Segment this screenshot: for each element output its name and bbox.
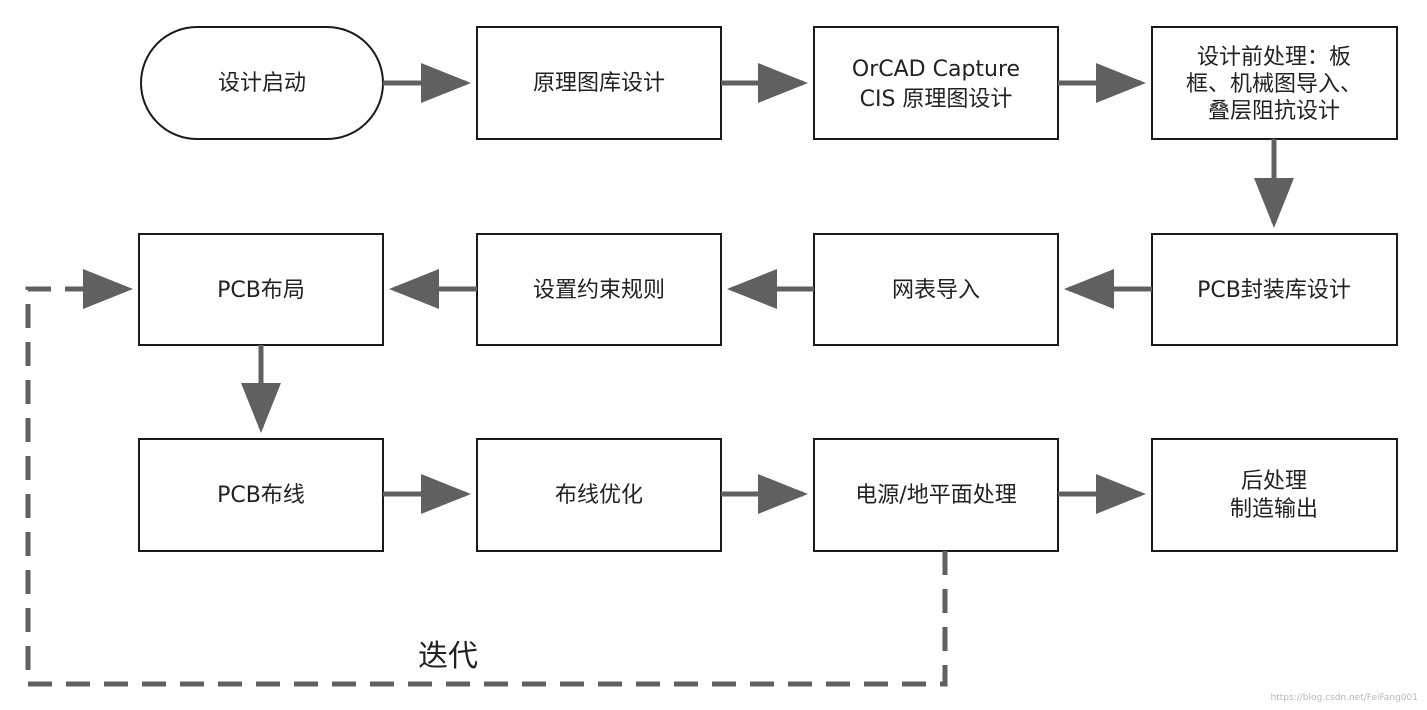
node-pcb-routing-label: PCB布线	[217, 483, 305, 508]
node-power-plane-label: 电源/地平面处理	[855, 483, 1016, 508]
node-pcb-layout-label: PCB布局	[217, 278, 305, 303]
node-start: 设计启动	[140, 26, 384, 140]
node-post-process-label-line1: 后处理	[1241, 469, 1307, 494]
node-start-label: 设计启动	[218, 71, 306, 96]
node-orcad: OrCAD Capture CIS 原理图设计	[813, 26, 1059, 140]
node-pcb-footprint-label: PCB封装库设计	[1197, 278, 1351, 303]
iteration-label: 迭代	[418, 639, 478, 674]
node-pcb-layout: PCB布局	[138, 233, 384, 346]
node-pre-design-label-line3: 叠层阻抗设计	[1208, 99, 1340, 124]
node-netlist: 网表导入	[813, 233, 1059, 346]
node-constraints-label: 设置约束规则	[533, 278, 665, 303]
watermark: https://blog.csdn.net/FeiFang001	[1271, 693, 1418, 703]
node-pcb-footprint: PCB封装库设计	[1151, 233, 1398, 346]
flow-arrows	[241, 63, 1294, 514]
node-lib-schematic-label: 原理图库设计	[533, 71, 665, 96]
node-orcad-label-line2: CIS 原理图设计	[860, 87, 1013, 112]
node-pcb-routing: PCB布线	[138, 438, 384, 552]
node-lib-schematic: 原理图库设计	[476, 26, 722, 140]
node-netlist-label: 网表导入	[892, 278, 980, 303]
node-power-plane: 电源/地平面处理	[813, 438, 1059, 552]
node-pre-design: 设计前处理：板 框、机械图导入、 叠层阻抗设计	[1151, 26, 1398, 140]
node-routing-opt: 布线优化	[476, 438, 722, 552]
node-pre-design-label-line2: 框、机械图导入、	[1186, 72, 1362, 97]
iteration-loop-arrow	[25, 269, 948, 687]
node-pre-design-label-line1: 设计前处理：板	[1197, 45, 1351, 70]
node-orcad-label-line1: OrCAD Capture	[852, 57, 1020, 82]
node-routing-opt-label: 布线优化	[555, 483, 643, 508]
node-constraints: 设置约束规则	[476, 233, 722, 346]
node-post-process: 后处理 制造输出	[1151, 438, 1398, 552]
node-post-process-label-line2: 制造输出	[1230, 497, 1318, 522]
